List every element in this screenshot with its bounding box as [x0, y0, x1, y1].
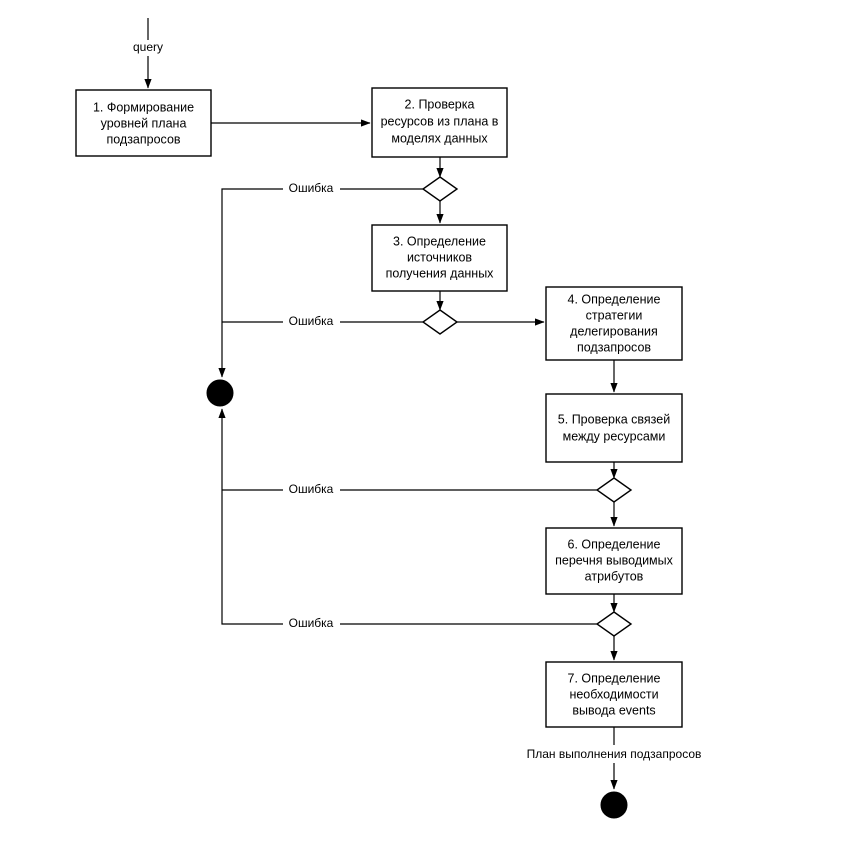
edge-label-3-backdrop	[283, 482, 340, 498]
edge-label-2-backdrop	[283, 314, 340, 330]
decision-3-diamond[interactable]	[595, 477, 633, 503]
terminal-final-node[interactable]	[600, 791, 628, 819]
edge-label-oshibka-2: Ошибка	[289, 314, 334, 328]
node-5-box[interactable]	[545, 393, 683, 463]
node-3-line-1: 3. Определение	[393, 234, 486, 248]
node-3-box[interactable]	[371, 224, 508, 292]
node-1-formirovanie[interactable]: 1. Формирование уровней плана подзапросо…	[75, 89, 212, 157]
node-4-line-1: 4. Определение	[568, 292, 661, 306]
node-6-box[interactable]	[545, 527, 683, 595]
node-7-vyvod-events[interactable]: 7. Определение необходимости вывода even…	[545, 661, 683, 728]
node-4-box[interactable]	[545, 286, 683, 361]
edge-label-query: query	[133, 40, 163, 54]
node-2-box[interactable]	[371, 87, 508, 158]
node-7-line-3: вывода events	[572, 703, 655, 717]
edge-label-oshibka-3: Ошибка	[289, 482, 334, 496]
decision-2-diamond[interactable]	[421, 309, 459, 335]
node-7-line-1: 7. Определение	[568, 671, 661, 685]
node-5-line-2: между ресурсами	[563, 429, 666, 443]
node-5-proverka-svyazey[interactable]: 5. Проверка связей между ресурсами	[545, 393, 683, 463]
edge-label-oshibka-1: Ошибка	[289, 181, 334, 195]
edge-label-4-backdrop	[283, 616, 340, 632]
terminal-error-node[interactable]	[206, 379, 234, 407]
node-6-perechen-atributov[interactable]: 6. Определение перечня выводимых атрибут…	[545, 527, 683, 595]
node-1-line-1: 1. Формирование	[93, 100, 194, 114]
node-3-line-3: получения данных	[386, 266, 495, 280]
node-6-line-2: перечня выводимых	[555, 553, 674, 567]
edge-label-1-backdrop	[283, 181, 340, 197]
node-1-box[interactable]	[75, 89, 212, 157]
node-4-line-4: подзапросов	[577, 340, 651, 354]
edge-decision1-to-error	[218, 188, 423, 378]
node-2-line-1: 2. Проверка	[405, 97, 475, 111]
node-4-line-2: стратегии	[586, 308, 643, 322]
edge-label-plan-vypolneniya: План выполнения подзапросов	[527, 747, 702, 761]
node-2-line-2: ресурсов из плана в	[381, 114, 499, 128]
edge-decision4-to-error	[218, 408, 597, 625]
node-3-opredelenie-istochnikov[interactable]: 3. Определение источников получения данн…	[371, 224, 508, 292]
node-4-strategiya-delegirovaniya[interactable]: 4. Определение стратегии делегирования п…	[545, 286, 683, 361]
node-1-line-2: уровней плана	[101, 116, 187, 130]
node-4-line-3: делегирования	[570, 324, 658, 338]
node-6-line-3: атрибутов	[585, 569, 644, 583]
node-3-line-2: источников	[407, 250, 472, 264]
node-7-box[interactable]	[545, 661, 683, 728]
node-5-line-1: 5. Проверка связей	[558, 412, 670, 426]
edge-label-oshibka-4: Ошибка	[289, 616, 334, 630]
node-2-line-3: моделях данных	[391, 131, 488, 145]
decision-4-diamond[interactable]	[595, 611, 633, 637]
node-2-proverka-resursov[interactable]: 2. Проверка ресурсов из плана в моделях …	[371, 87, 508, 158]
node-1-line-3: подзапросов	[106, 132, 180, 146]
decision-1-diamond[interactable]	[421, 176, 459, 202]
node-6-line-1: 6. Определение	[568, 537, 661, 551]
node-7-line-2: необходимости	[569, 687, 658, 701]
